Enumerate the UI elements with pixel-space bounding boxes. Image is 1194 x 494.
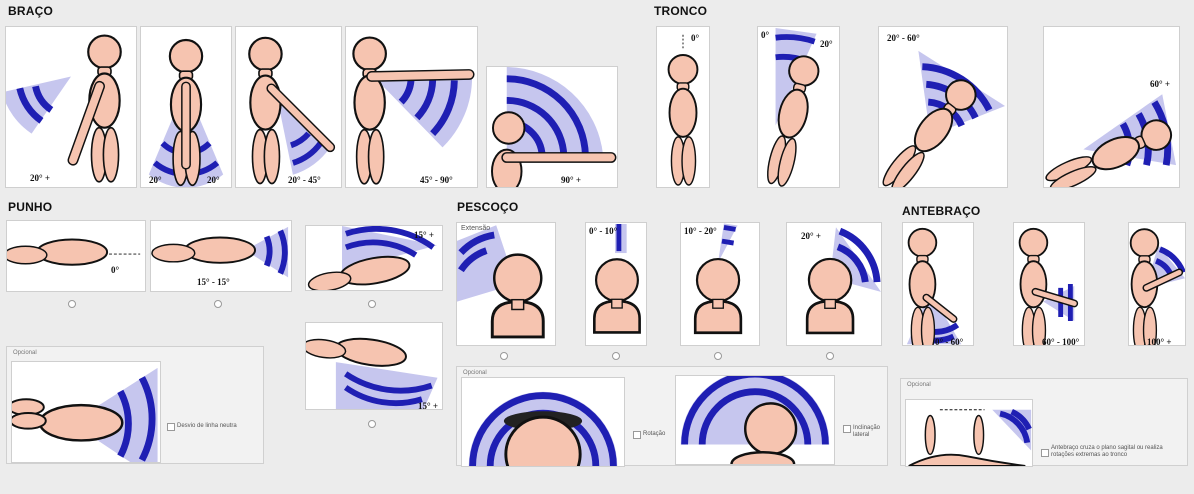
punho-options-title: Opcional xyxy=(13,350,37,356)
punho-panel-4[interactable]: 15° + xyxy=(305,322,443,410)
braco-panel-1[interactable]: 20° + xyxy=(5,26,137,188)
pescoco-panel-1[interactable]: Extensão xyxy=(456,222,556,346)
braco-panel-4[interactable]: 45° - 90° xyxy=(345,26,478,188)
pescoco-radio-4[interactable] xyxy=(826,352,834,360)
arm-extension-figure xyxy=(6,27,136,187)
wrist-deviation-figure xyxy=(12,362,160,462)
pescoco-lateral-checkbox[interactable] xyxy=(843,425,851,433)
section-title-tronco: TRONCO xyxy=(654,4,707,18)
tronco-angle-label-2-right: 20° xyxy=(820,39,833,49)
punho-deviation-label: Desvio de linha neutra xyxy=(177,423,261,430)
wrist-flexion-15plus-figure xyxy=(306,323,442,409)
tronco-angle-label-2-left: 0° xyxy=(761,30,769,40)
tronco-panel-2[interactable]: 0° 20° xyxy=(757,26,840,188)
pescoco-options-title: Opcional xyxy=(463,370,487,376)
tronco-panel-3[interactable]: 20° - 60° xyxy=(878,26,1008,188)
section-title-pescoco: PESCOÇO xyxy=(457,200,518,214)
punho-radio-4[interactable] xyxy=(368,420,376,428)
wrist-neutral-figure xyxy=(7,221,145,291)
neck-lateral-inclination-figure xyxy=(676,376,834,464)
pescoco-options-box: Opcional Rotação Inclinação lateral xyxy=(456,366,888,466)
forearm-100plus-figure xyxy=(1129,223,1185,345)
punho-panel-2[interactable]: 15° - 15° xyxy=(150,220,292,292)
antebraco-panel-2[interactable]: 60° - 100° xyxy=(1013,222,1085,346)
braco-panel-3[interactable]: 20° - 45° xyxy=(235,26,342,188)
section-title-punho: PUNHO xyxy=(8,200,52,214)
antebraco-panel-3[interactable]: 100° + xyxy=(1128,222,1186,346)
braco-angle-label-1: 20° + xyxy=(30,173,50,183)
punho-panel-1[interactable]: 0° xyxy=(6,220,146,292)
neck-rotation-figure xyxy=(462,378,624,466)
pescoco-panel-4[interactable]: 20° + xyxy=(786,222,882,346)
tronco-panel-1[interactable]: 0° xyxy=(656,26,710,188)
arm-neutral-figure xyxy=(141,27,231,187)
tronco-angle-label-4: 60° + xyxy=(1150,79,1170,89)
braco-panel-2[interactable]: 20° 20° xyxy=(140,26,232,188)
punho-radio-1[interactable] xyxy=(68,300,76,308)
braco-angle-label-3: 20° - 45° xyxy=(288,175,321,185)
pescoco-rotation-checkbox[interactable] xyxy=(633,431,641,439)
punho-radio-2[interactable] xyxy=(214,300,222,308)
pescoco-lateral-label: Inclinação lateral xyxy=(853,425,887,439)
pescoco-radio-3[interactable] xyxy=(714,352,722,360)
punho-angle-label-2: 15° - 15° xyxy=(197,277,230,287)
neck-flexion-20plus-figure xyxy=(787,223,881,345)
trunk-neutral-figure xyxy=(657,27,709,187)
neck-flexion-0-10-figure xyxy=(586,223,646,345)
braco-angle-label-2-right: 20° xyxy=(207,175,220,185)
antebraco-crossing-label: Antebraço cruza o plano sagital ou reali… xyxy=(1051,445,1185,459)
trunk-flexion-20-60-figure xyxy=(879,27,1007,187)
punho-angle-label-3: 15° + xyxy=(414,230,434,240)
tronco-angle-label-3: 20° - 60° xyxy=(887,33,920,43)
antebraco-angle-label-3: 100° + xyxy=(1147,337,1171,346)
tronco-panel-4[interactable]: 60° + xyxy=(1043,26,1180,188)
pescoco-panel-2[interactable]: 0° - 10° xyxy=(585,222,647,346)
arm-flexion-20-45-figure xyxy=(236,27,341,187)
pescoco-angle-label-4: 20° + xyxy=(801,231,821,241)
braco-angle-label-2-left: 20° xyxy=(149,175,162,185)
antebraco-angle-label-1: 0° - 60° xyxy=(935,337,963,346)
punho-panel-3[interactable]: 15° + xyxy=(305,225,443,291)
antebraco-crossing-checkbox[interactable] xyxy=(1041,449,1049,457)
forearm-0-60-figure xyxy=(903,223,973,345)
forearm-60-100-figure xyxy=(1014,223,1084,345)
section-title-antebraco: ANTEBRAÇO xyxy=(902,204,980,218)
pescoco-lateral-panel[interactable] xyxy=(675,375,835,465)
braco-angle-label-4: 45° - 90° xyxy=(420,175,453,185)
forearm-crossing-figure xyxy=(906,400,1032,466)
pescoco-radio-1[interactable] xyxy=(500,352,508,360)
antebraco-options-title: Opcional xyxy=(907,382,931,388)
antebraco-panel-1[interactable]: 0° - 60° xyxy=(902,222,974,346)
pescoco-angle-label-3: 10° - 20° xyxy=(684,226,717,236)
punho-angle-label-1: 0° xyxy=(111,265,119,275)
punho-radio-3[interactable] xyxy=(368,300,376,308)
punho-angle-label-4: 15° + xyxy=(418,401,438,410)
pescoco-extension-label: Extensão xyxy=(461,225,490,232)
pescoco-rotation-label: Rotação xyxy=(643,431,665,438)
punho-options-box: Opcional Desvio de linha neutra xyxy=(6,346,264,464)
pescoco-radio-2[interactable] xyxy=(612,352,620,360)
arm-flexion-90plus-figure xyxy=(487,67,617,187)
neck-flexion-10-20-figure xyxy=(681,223,759,345)
antebraco-options-box: Opcional Antebraço cruza o plano sagital… xyxy=(900,378,1188,466)
arm-flexion-45-90-figure xyxy=(346,27,477,187)
braco-angle-label-5: 90° + xyxy=(561,175,581,185)
trunk-flexion-60plus-figure xyxy=(1044,27,1179,187)
punho-deviation-panel[interactable] xyxy=(11,361,161,463)
neck-extension-figure xyxy=(457,223,555,345)
tronco-angle-label-1: 0° xyxy=(691,33,699,43)
section-title-braco: BRAÇO xyxy=(8,4,53,18)
punho-deviation-checkbox[interactable] xyxy=(167,423,175,431)
trunk-flexion-0-20-figure xyxy=(758,27,839,187)
antebraco-crossing-panel[interactable] xyxy=(905,399,1033,467)
pescoco-rotation-panel[interactable] xyxy=(461,377,625,467)
pescoco-panel-3[interactable]: 10° - 20° xyxy=(680,222,760,346)
pescoco-angle-label-2: 0° - 10° xyxy=(589,226,617,236)
braco-panel-5[interactable]: 90° + xyxy=(486,66,618,188)
antebraco-angle-label-2: 60° - 100° xyxy=(1042,337,1079,346)
